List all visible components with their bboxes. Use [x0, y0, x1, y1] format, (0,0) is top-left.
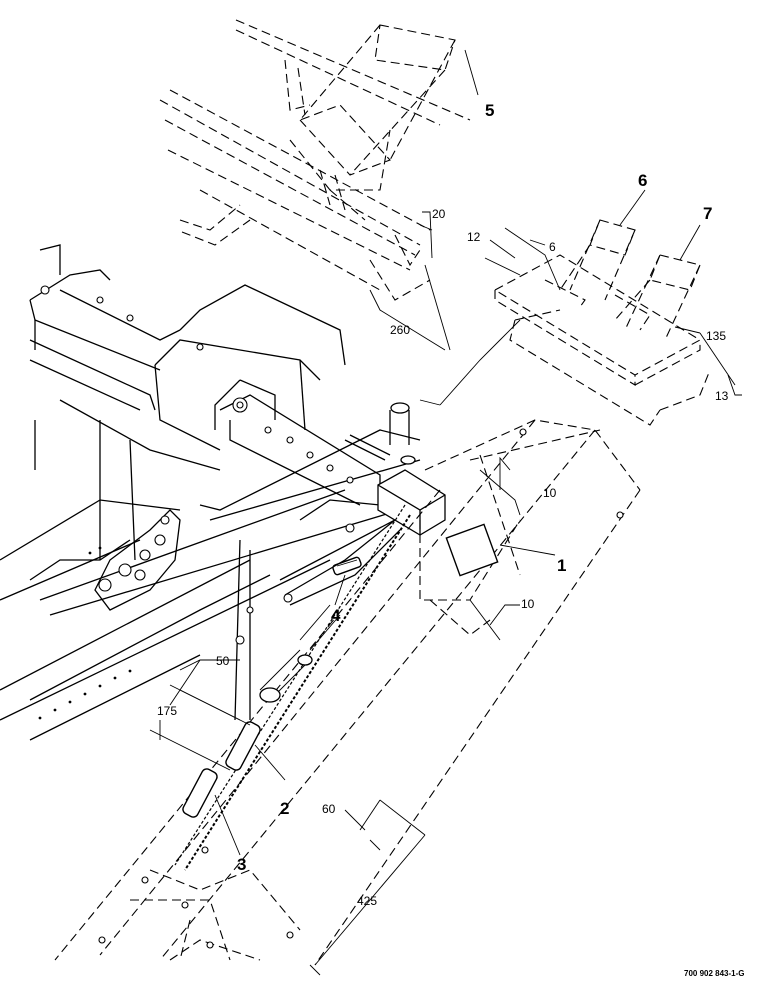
callout-4: 4 — [331, 606, 341, 625]
dim-50: 50 — [216, 654, 230, 668]
dim-135: 135 — [706, 329, 726, 343]
lower-frame — [98, 846, 301, 961]
dim-20: 20 — [432, 207, 446, 221]
dim-13: 13 — [715, 389, 729, 403]
decal-2 — [225, 721, 261, 771]
bracket-6-7 — [493, 219, 711, 426]
decal-4 — [332, 556, 362, 576]
upper-frame — [159, 19, 471, 301]
callout-1: 1 — [557, 556, 566, 575]
callout-2: 2 — [280, 799, 289, 818]
decal-1 — [445, 523, 499, 577]
dim-10-bottom: 10 — [521, 597, 535, 611]
drawing-reference: 700 902 843-1-G — [684, 969, 745, 978]
dim-6: 6 — [549, 240, 556, 254]
callout-3: 3 — [237, 855, 246, 874]
dimension-lines — [149, 211, 742, 976]
dim-60: 60 — [322, 802, 336, 816]
dim-12: 12 — [467, 230, 481, 244]
dim-260: 260 — [390, 323, 410, 337]
part-5-tube — [289, 24, 456, 221]
frame-holes — [38, 285, 354, 720]
bolt-strip — [174, 504, 411, 871]
dim-175: 175 — [157, 704, 177, 718]
mount-block — [344, 434, 446, 536]
shield-panel — [54, 419, 641, 966]
pivot-pin — [389, 402, 416, 465]
callout-5: 5 — [485, 101, 494, 120]
callout-6: 6 — [638, 171, 647, 190]
main-frame — [0, 244, 421, 741]
dim-10-top: 10 — [543, 486, 557, 500]
dim-425: 425 — [357, 894, 377, 908]
callout-labels: 1 2 3 4 5 6 7 — [237, 101, 712, 874]
decals — [182, 523, 499, 818]
callout-leaders — [214, 49, 701, 856]
callout-7: 7 — [703, 204, 712, 223]
dimension-labels: 20 12 6 260 135 13 10 10 50 175 60 425 — [157, 207, 729, 908]
decal-3 — [182, 768, 218, 818]
link-rod — [283, 519, 401, 606]
